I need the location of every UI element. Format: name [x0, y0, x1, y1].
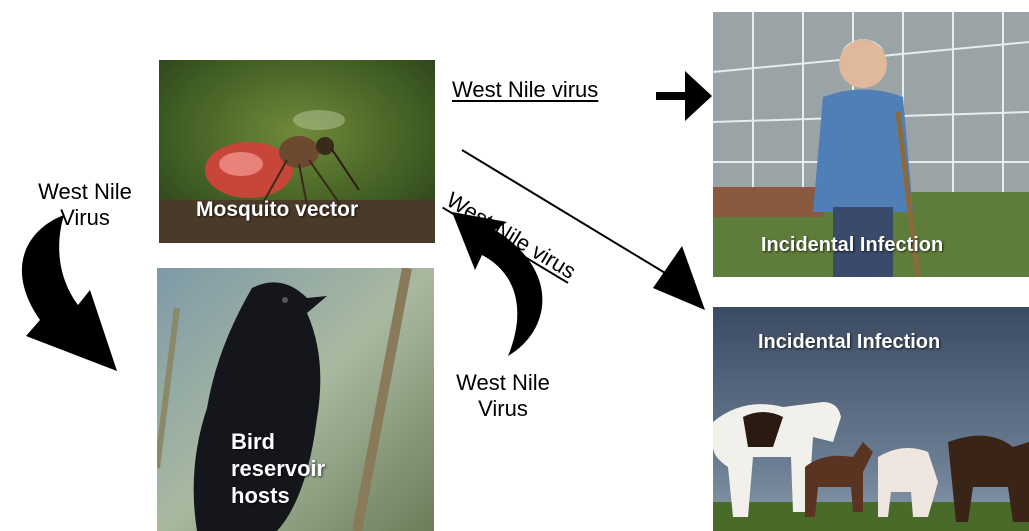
arrow-to-mosquito: [452, 212, 543, 356]
bird-caption-line-3: hosts: [231, 483, 290, 508]
bird-image: [157, 268, 434, 531]
gardener-image: [713, 12, 1029, 277]
bird-caption-line-2: reservoir: [231, 456, 326, 481]
diagonal-line: [461, 149, 681, 283]
horses-image: [713, 307, 1029, 531]
human-caption: Incidental Infection: [761, 234, 944, 256]
mosquito-caption: Mosquito vector: [196, 198, 359, 221]
arrow-to-horses: [653, 246, 705, 310]
label-left-line-1: West Nile: [38, 179, 132, 204]
label-middle-virus: West Nile Virus: [438, 370, 568, 422]
arrow-to-human: [656, 71, 712, 121]
mosquito-photo: Mosquito vector: [159, 60, 435, 243]
bird-caption: Bird reservoir hosts: [231, 428, 325, 509]
horses-caption: Incidental Infection: [758, 331, 941, 353]
human-photo: Incidental Infection: [713, 12, 1029, 277]
label-middle-line-1: West Nile: [456, 370, 550, 395]
mosquito-image: [159, 60, 435, 243]
label-left-line-2: Virus: [60, 205, 110, 230]
label-top-virus: West Nile virus: [452, 77, 599, 102]
bird-caption-line-1: Bird: [231, 429, 275, 454]
bird-photo: Bird reservoir hosts: [157, 268, 434, 531]
label-left-virus: West Nile Virus: [20, 179, 150, 231]
horses-photo: Incidental Infection: [713, 307, 1029, 531]
arrow-to-bird: [21, 215, 117, 371]
label-middle-line-2: Virus: [478, 396, 528, 421]
